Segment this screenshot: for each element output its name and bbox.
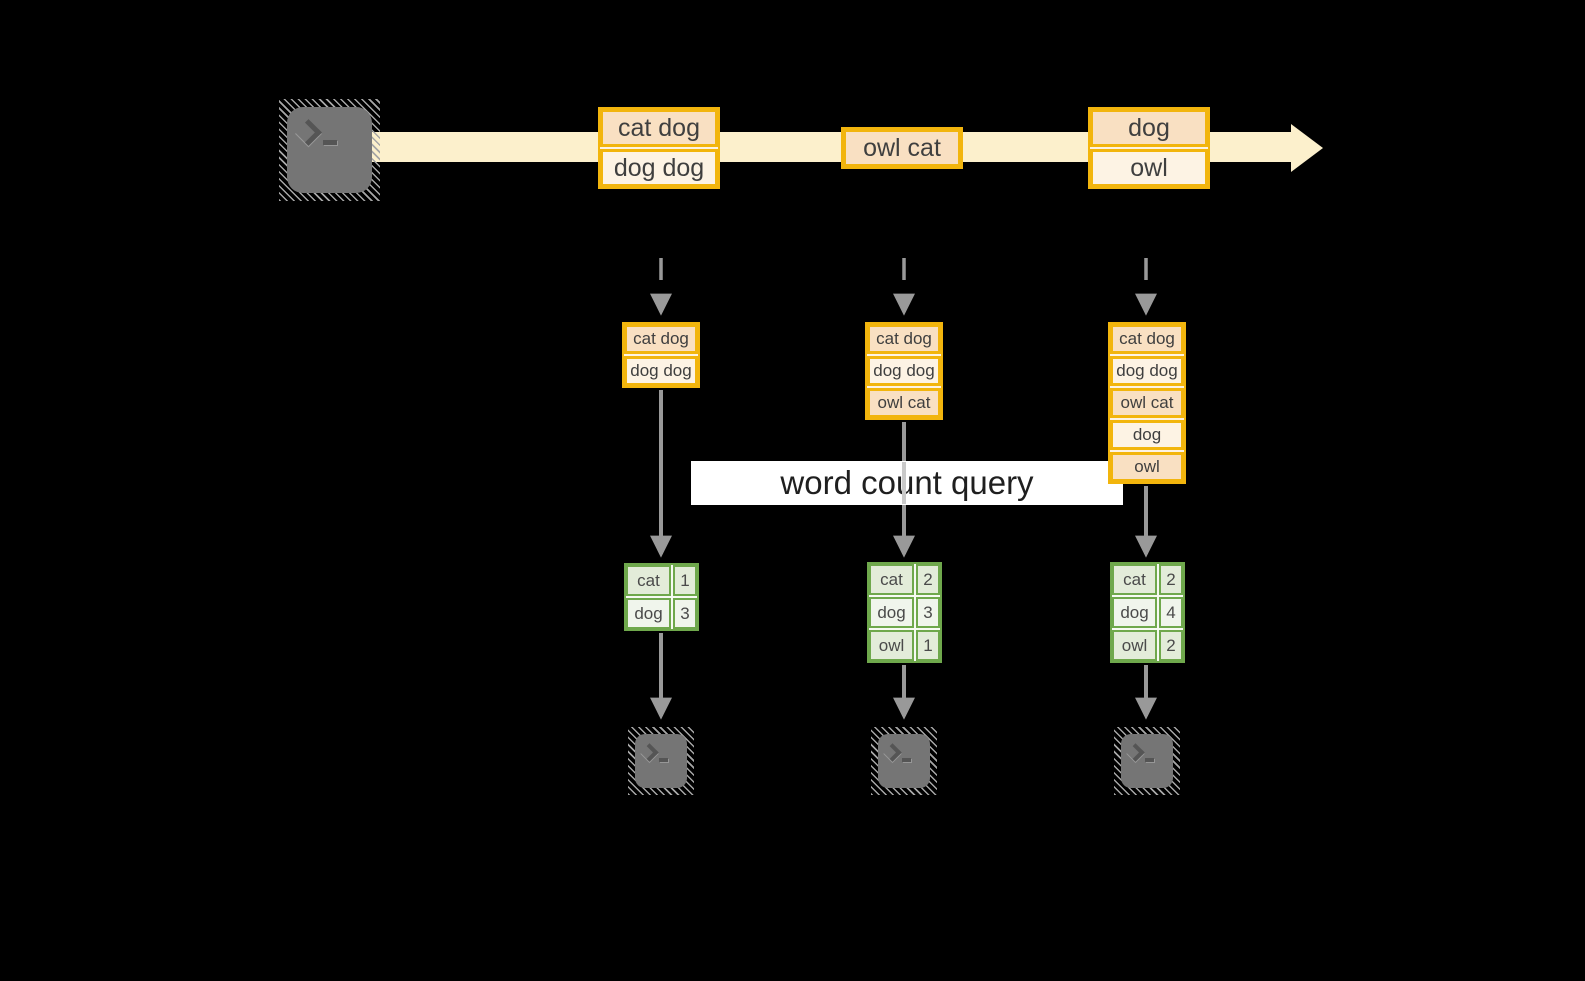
count-table-1: cat 1 dog 3 — [624, 563, 699, 631]
count-value: 2 — [1159, 564, 1183, 595]
prompt-underscore-icon — [659, 758, 668, 762]
count-word: cat — [1112, 564, 1157, 595]
count-word: dog — [626, 598, 671, 629]
count-table-2: cat 2 dog 3 owl 1 — [867, 562, 942, 663]
snapshot-1: cat dog dog dog — [622, 322, 700, 388]
prompt-chevron-icon — [295, 119, 322, 146]
snapshot-3: cat dog dog dog owl cat dog owl — [1108, 322, 1186, 484]
count-value: 4 — [1159, 597, 1183, 628]
prompt-chevron-icon — [640, 743, 659, 762]
count-value: 3 — [916, 597, 940, 628]
prompt-underscore-icon — [323, 140, 337, 145]
count-value: 3 — [673, 598, 697, 629]
count-word: owl — [1112, 630, 1157, 661]
count-word: dog — [869, 597, 914, 628]
snapshot-row: dog dog — [624, 356, 698, 386]
count-value: 1 — [916, 630, 940, 661]
snapshot-row: dog — [1110, 420, 1184, 450]
snapshot-row: owl — [1110, 452, 1184, 482]
stream-message-2: owl cat — [841, 127, 963, 169]
snapshot-row: cat dog — [1110, 324, 1184, 354]
prompt-chevron-icon — [883, 743, 902, 762]
consumer-terminal-icon-2 — [871, 727, 937, 795]
stream-message-1: cat dog dog dog — [598, 107, 720, 189]
stream-arrowhead-icon — [1291, 124, 1323, 172]
count-word: dog — [1112, 597, 1157, 628]
consumer-terminal-icon-1 — [628, 727, 694, 795]
snapshot-row: owl cat — [1110, 388, 1184, 418]
terminal-body — [287, 107, 372, 193]
producer-terminal-icon — [279, 99, 380, 201]
prompt-underscore-icon — [902, 758, 911, 762]
message-line: cat dog — [600, 109, 718, 147]
count-table-3: cat 2 dog 4 owl 2 — [1110, 562, 1185, 663]
stream-message-3: dog owl — [1088, 107, 1210, 189]
message-line: owl cat — [843, 129, 961, 167]
snapshot-row: dog dog — [867, 356, 941, 386]
message-line: dog — [1090, 109, 1208, 147]
prompt-chevron-icon — [1126, 743, 1145, 762]
message-line: dog dog — [600, 149, 718, 187]
snapshot-row: dog dog — [1110, 356, 1184, 386]
terminal-body — [878, 734, 930, 788]
consumer-terminal-icon-3 — [1114, 727, 1180, 795]
query-banner: word count query — [691, 461, 1123, 505]
prompt-underscore-icon — [1145, 758, 1154, 762]
snapshot-2: cat dog dog dog owl cat — [865, 322, 943, 420]
snapshot-row: cat dog — [867, 324, 941, 354]
message-line: owl — [1090, 149, 1208, 187]
count-word: cat — [626, 565, 671, 596]
count-value: 2 — [1159, 630, 1183, 661]
count-value: 1 — [673, 565, 697, 596]
arrow-through-banner — [902, 462, 906, 504]
terminal-body — [635, 734, 687, 788]
count-word: cat — [869, 564, 914, 595]
count-word: owl — [869, 630, 914, 661]
snapshot-row: cat dog — [624, 324, 698, 354]
snapshot-row: owl cat — [867, 388, 941, 418]
terminal-body — [1121, 734, 1173, 788]
count-value: 2 — [916, 564, 940, 595]
